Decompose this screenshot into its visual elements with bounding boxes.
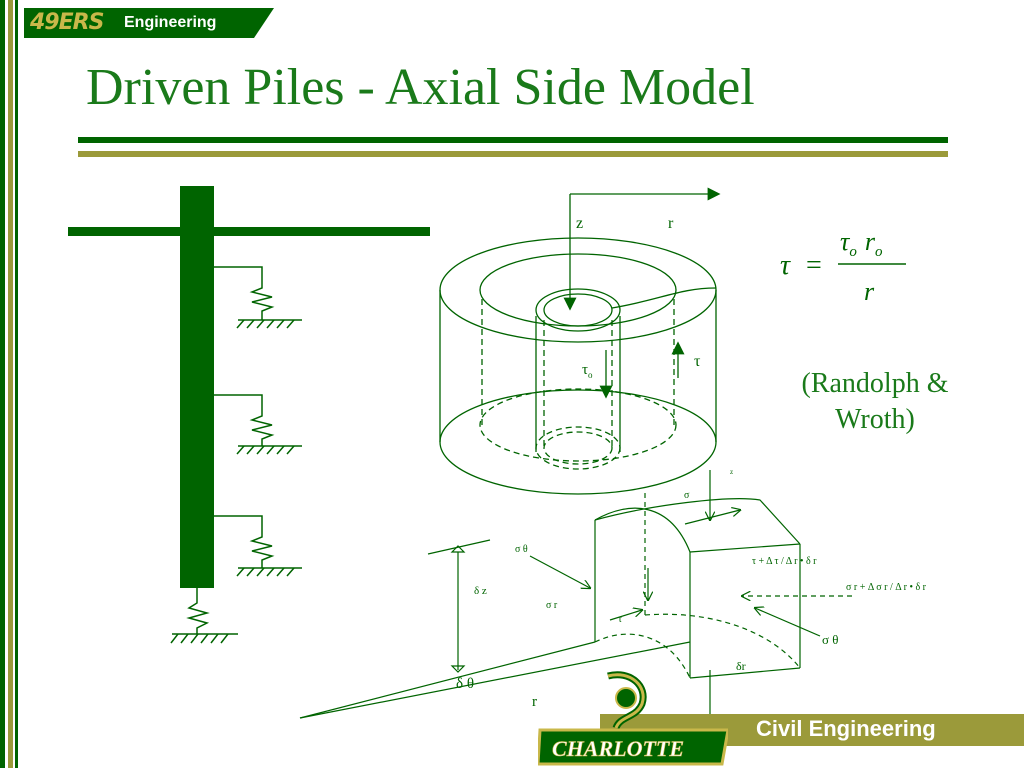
z-axis-label: z	[576, 215, 583, 232]
citation: (Randolph & Wroth)	[770, 366, 980, 438]
tau-label: τ	[694, 353, 701, 370]
citation-line-1: (Randolph &	[801, 368, 949, 399]
soil-element-diagram: z σ σ θ τ + Δ τ / Δ r • δ r δ z σ r σ r …	[299, 468, 927, 730]
49ers-logo-text: 49ERS	[30, 10, 104, 35]
r-bottom-label: r	[532, 694, 537, 710]
sigma-theta-top-label: σ θ	[515, 544, 528, 555]
tau-o-label: τo	[582, 362, 593, 380]
side-spring-2	[214, 394, 302, 455]
side-spring-1	[214, 266, 302, 329]
annular-cylinder-diagram: z r τo τ	[439, 187, 721, 495]
citation-line-2: Wroth)	[835, 404, 915, 435]
side-spring-3	[214, 515, 302, 577]
delta-z-label: δ z	[474, 585, 487, 597]
sigma-r-label: σ r	[546, 600, 558, 611]
tau-plus-label: τ + Δ τ / Δ r • δ r	[752, 556, 817, 567]
sigma-r-plus-label: σ r + Δ σ r / Δ r • δ r	[846, 582, 927, 593]
charlotte-logo-text: CHARLOTTE	[552, 736, 684, 761]
footer-civil-engineering: Civil Engineering	[756, 716, 936, 741]
slide-title: Driven Piles - Axial Side Model	[86, 59, 755, 116]
header-logo: 49ERS Engineering	[24, 8, 274, 38]
equation-denominator: r	[864, 277, 875, 306]
sigma-theta-right-label: σ θ	[822, 632, 839, 647]
pile-cap	[68, 227, 430, 236]
equation-equals: =	[806, 250, 822, 281]
tip-spring	[170, 588, 238, 644]
charlotte-logo: CHARLOTTE	[538, 671, 728, 766]
pile-spring-diagram	[68, 186, 430, 644]
sigma-z-label: σ	[684, 490, 690, 501]
r-axis-label: r	[668, 215, 674, 232]
z-small-label: z	[730, 468, 733, 476]
title-rule-green	[78, 137, 948, 143]
header-engineering-label: Engineering	[124, 14, 217, 31]
title-rule-olive	[78, 151, 948, 157]
tau-small-label: τ	[618, 614, 622, 625]
delta-theta-label: δ θ	[456, 676, 474, 692]
equation-lhs: τ	[780, 250, 791, 281]
pile-shaft	[180, 186, 214, 588]
left-border	[0, 0, 18, 768]
delta-r-label: δr	[736, 659, 746, 673]
